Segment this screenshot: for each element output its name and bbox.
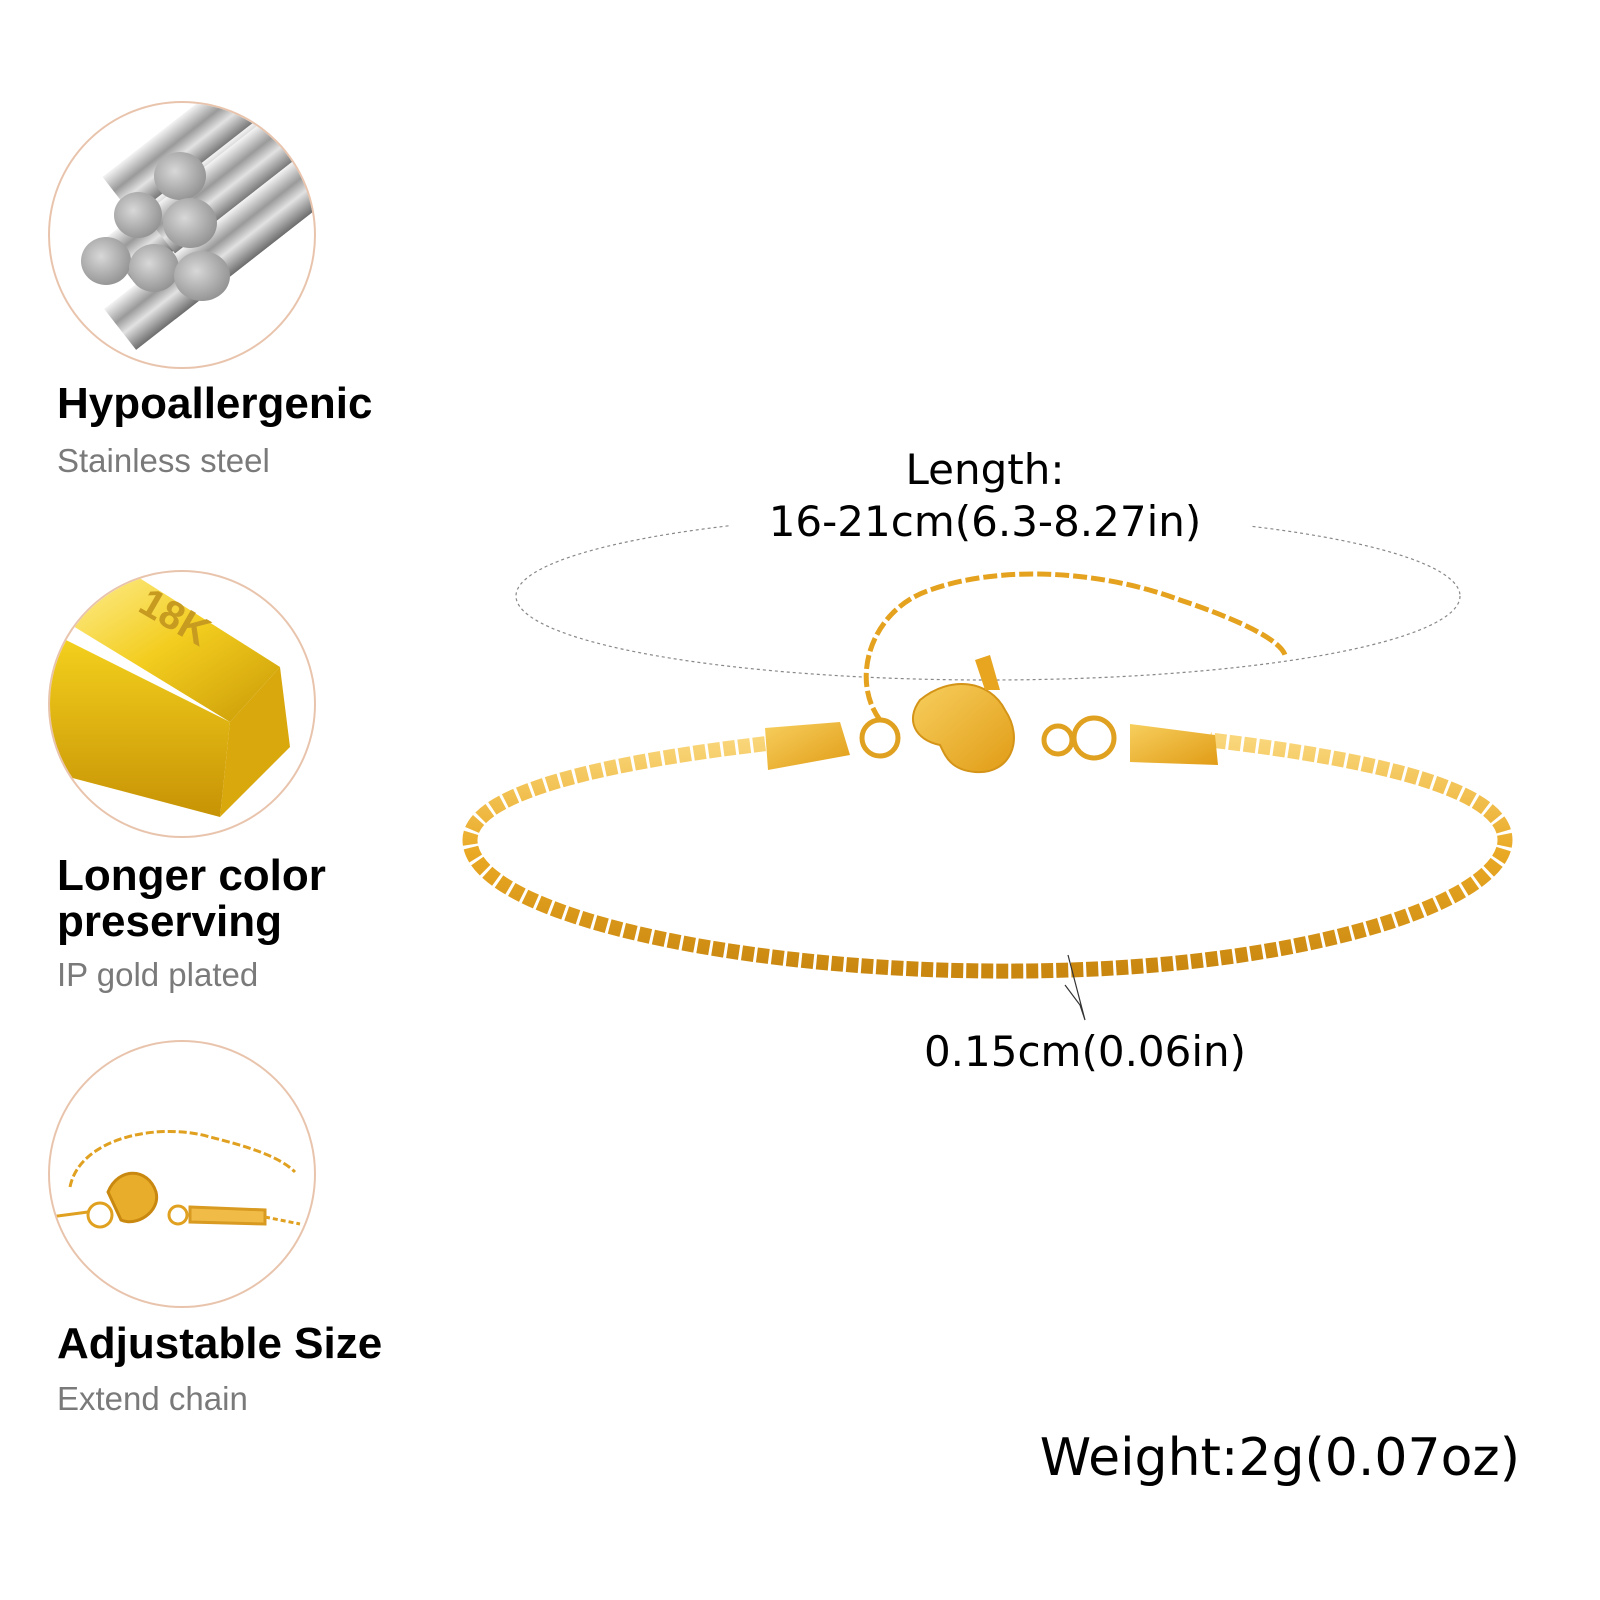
- extender-chain-badge: [48, 1040, 316, 1308]
- feature-title-line1: Longer color: [57, 851, 326, 900]
- length-guide-ellipse: [515, 511, 1461, 681]
- length-label: Length:: [905, 445, 1065, 494]
- steel-rods-badge: [48, 101, 316, 369]
- weight-value: Weight:2g(0.07oz): [1039, 1428, 1520, 1488]
- bracelet-illustration: [462, 500, 1513, 1021]
- gold-bar-badge: 18K: [48, 570, 316, 838]
- extender-chain: [863, 571, 1288, 722]
- feature-title-adjustable-size: Adjustable Size: [57, 1319, 383, 1368]
- bracelet-chain: [462, 732, 1513, 979]
- feature-subtitle-extend-chain: Extend chain: [57, 1380, 248, 1417]
- extender-chain-icon: [50, 1130, 301, 1229]
- length-value: 16-21cm(6.3-8.27in): [768, 497, 1202, 546]
- feature-title-hypoallergenic: Hypoallergenic: [57, 379, 373, 428]
- width-indicator: [1064, 954, 1086, 1021]
- feature-subtitle-stainless-steel: Stainless steel: [57, 442, 270, 479]
- steel-rods-icon: [81, 103, 314, 350]
- gold-bar-icon: 18K: [50, 572, 290, 817]
- feature-subtitle-ip-gold: IP gold plated: [57, 956, 259, 993]
- lobster-clasp: [911, 683, 1015, 774]
- feature-title-line2: preserving: [57, 897, 282, 946]
- chain-width-value: 0.15cm(0.06in): [923, 1027, 1247, 1076]
